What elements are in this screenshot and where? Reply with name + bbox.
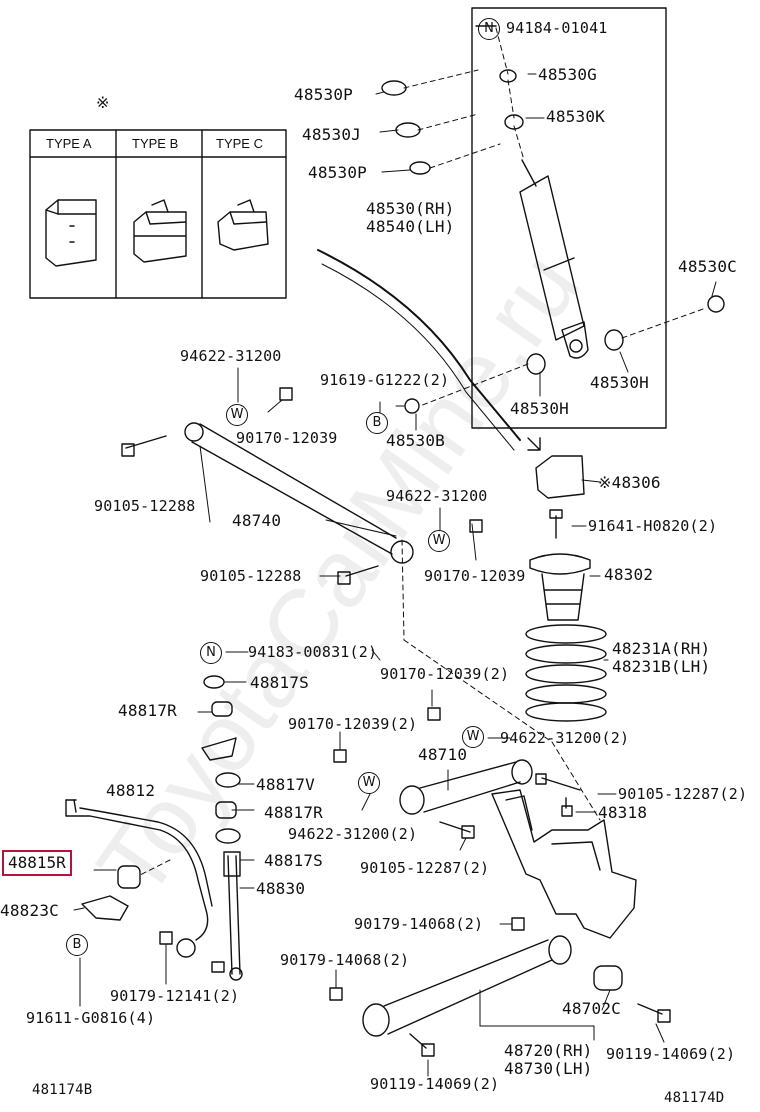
part-label[interactable]: 90105-12287(2) <box>618 785 748 803</box>
part-label[interactable]: 48231A(RH) <box>612 639 711 658</box>
symbol-w-circle: W <box>428 530 450 552</box>
part-label[interactable]: 48817S <box>264 851 323 870</box>
part-label[interactable]: 94184-01041 <box>506 19 608 37</box>
part-label[interactable]: 48817R <box>118 701 177 720</box>
symbol-b-circle: B <box>66 934 88 956</box>
part-label[interactable]: 48817R <box>264 803 323 822</box>
part-label[interactable]: 94622-31200(2) <box>288 825 418 843</box>
part-label[interactable]: 48530C <box>678 257 737 276</box>
part-label[interactable]: 90105-12288 <box>200 567 302 585</box>
part-label[interactable]: 91619-G1222(2) <box>320 371 450 389</box>
part-label[interactable]: 48530H <box>590 373 649 392</box>
part-label[interactable]: 48730(LH) <box>504 1059 593 1078</box>
part-label[interactable]: 48530K <box>546 107 605 126</box>
part-label[interactable]: 48530P <box>308 163 367 182</box>
part-label[interactable]: 48540(LH) <box>366 217 455 236</box>
part-label[interactable]: 48823C <box>0 901 59 920</box>
part-label[interactable]: 48530P <box>294 85 353 104</box>
part-label[interactable]: 48830 <box>256 879 306 898</box>
symbol-n-circle: N <box>478 18 500 40</box>
legend-mark: ※ <box>96 93 110 112</box>
part-label[interactable]: 94622-31200 <box>386 487 488 505</box>
part-label[interactable]: 48530H <box>510 399 569 418</box>
part-label[interactable]: 48817V <box>256 775 315 794</box>
part-label[interactable]: 94183-00831(2) <box>248 643 378 661</box>
part-label[interactable]: ※48306 <box>598 473 661 492</box>
part-label[interactable]: 48318 <box>598 803 648 822</box>
symbol-b-circle: B <box>366 412 388 434</box>
part-label[interactable]: 48530G <box>538 65 597 84</box>
part-label[interactable]: 90170-12039(2) <box>288 715 418 733</box>
part-label[interactable]: 48530B <box>386 431 445 450</box>
diagram-id-right: 481174D <box>664 1090 725 1106</box>
part-label[interactable]: 48740 <box>232 511 282 530</box>
symbol-w-circle: W <box>358 772 380 794</box>
part-label[interactable]: 48302 <box>604 565 654 584</box>
part-label[interactable]: 90170-12039 <box>424 567 526 585</box>
part-label[interactable]: 90119-14069(2) <box>606 1045 736 1063</box>
part-label[interactable]: 90105-12288 <box>94 497 196 515</box>
part-label[interactable]: 48710 <box>418 745 468 764</box>
type-a-header: TYPE A <box>46 136 92 151</box>
part-label[interactable]: 48530J <box>302 125 361 144</box>
diagram-id-left: 481174B <box>32 1082 93 1098</box>
coil-spring-icon <box>525 624 607 722</box>
lateral-rod-icon <box>399 759 533 815</box>
shock-absorber-icon <box>519 159 589 359</box>
part-label[interactable]: 90119-14069(2) <box>370 1075 500 1093</box>
part-label[interactable]: 48720(RH) <box>504 1041 593 1060</box>
part-label[interactable]: 48817S <box>250 673 309 692</box>
lower-control-arm-icon <box>362 935 623 1037</box>
symbol-w-circle: W <box>226 404 248 426</box>
part-label[interactable]: 91641-H0820(2) <box>588 517 718 535</box>
part-label[interactable]: 91611-G0816(4) <box>26 1009 156 1027</box>
part-label[interactable]: 90170-12039(2) <box>380 665 510 683</box>
upper-control-arm-icon <box>184 422 414 564</box>
part-label[interactable]: 48231B(LH) <box>612 657 711 676</box>
type-b-header: TYPE B <box>132 136 179 151</box>
part-label[interactable]: 90179-14068(2) <box>280 951 410 969</box>
symbol-w-circle: W <box>462 726 484 748</box>
part-label[interactable]: 48702C <box>562 999 621 1018</box>
shock-group-frame <box>471 7 667 429</box>
stabilizer-link-icon <box>211 851 243 981</box>
part-label[interactable]: 90179-12141(2) <box>110 987 240 1005</box>
axle-bracket-icon <box>491 789 637 939</box>
part-label[interactable]: 48530(RH) <box>366 199 455 218</box>
highlighted-part-label[interactable]: 48815R <box>2 850 72 876</box>
type-c-header: TYPE C <box>216 136 263 151</box>
bumper-type-c-icon <box>217 199 269 251</box>
bumper-type-b-icon <box>133 199 187 263</box>
type-table-frame <box>29 129 287 299</box>
part-label[interactable]: 94622-31200(2) <box>500 729 630 747</box>
symbol-n-circle: N <box>200 642 222 664</box>
part-label[interactable]: 90170-12039 <box>236 429 338 447</box>
part-label[interactable]: 90105-12287(2) <box>360 859 490 877</box>
stabilizer-bar-icon <box>65 799 213 958</box>
part-label[interactable]: 90179-14068(2) <box>354 915 484 933</box>
bumper-type-a-icon <box>45 199 97 267</box>
part-label[interactable]: 94622-31200 <box>180 347 282 365</box>
part-label[interactable]: 48812 <box>106 781 156 800</box>
